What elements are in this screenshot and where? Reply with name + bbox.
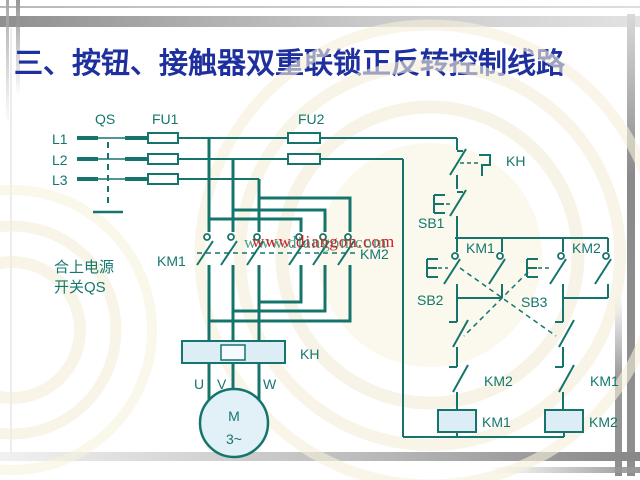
- label-sb2: SB2: [417, 292, 444, 308]
- label-fuse-main: FU1: [152, 111, 179, 127]
- watermark: www.diangon.com: [252, 232, 395, 251]
- label-km1-interlock: KM1: [590, 373, 619, 389]
- label-km2-coil: KM2: [589, 414, 618, 430]
- background-swirl: [0, 19, 640, 480]
- label-phase-l1: L1: [52, 131, 68, 147]
- watermark-shadow: www.diangon.com: [244, 233, 387, 252]
- label-km1-coil: KM1: [482, 414, 511, 430]
- label-phase-l2: L2: [52, 152, 68, 168]
- label-terminal-w: W: [263, 376, 277, 392]
- label-kh-contact: KH: [506, 153, 525, 169]
- note-line2: 开关QS: [54, 279, 106, 296]
- label-phase-l3: L3: [52, 172, 68, 188]
- overload-relay-box: [181, 340, 286, 364]
- label-sb1: SB1: [418, 215, 445, 231]
- fuse-symbols: [147, 132, 321, 185]
- label-km1-main: KM1: [157, 253, 186, 269]
- power-circuit-wires: [77, 136, 457, 400]
- frame-right-bar-outer: [627, 14, 635, 476]
- control-circuit-wires: [402, 138, 612, 438]
- label-terminal-u: U: [194, 376, 204, 392]
- frame-top-thin-line: [0, 6, 640, 8]
- label-motor-3ph: 3~: [226, 431, 242, 447]
- label-overload-relay: KH: [300, 346, 319, 362]
- diagram-labels: QS FU1 FU2 L1 L2 L3 KM1 KM2 KH U V W M 3…: [52, 111, 619, 447]
- label-km2-interlock: KM2: [484, 373, 513, 389]
- label-motor-m: M: [228, 408, 240, 424]
- label-km2-main: KM2: [360, 246, 389, 262]
- label-sb3: SB3: [521, 294, 548, 310]
- label-terminal-v: V: [217, 376, 227, 392]
- note-line1: 合上电源: [54, 259, 114, 276]
- motor-symbol: [198, 387, 270, 459]
- frame-left-line-outer: [6, 0, 9, 125]
- label-km2-aux: KM2: [572, 240, 601, 256]
- frame-left-line-inner: [16, 0, 20, 95]
- label-disconnect: QS: [95, 111, 115, 127]
- contactor-coils: [437, 409, 584, 433]
- label-fuse-control: FU2: [298, 111, 325, 127]
- frame-bottom-thin-bar: [490, 467, 640, 473]
- label-km1-aux: KM1: [466, 240, 495, 256]
- frame-top-bar: [0, 16, 640, 27]
- frame-left-edge: [10, 28, 12, 452]
